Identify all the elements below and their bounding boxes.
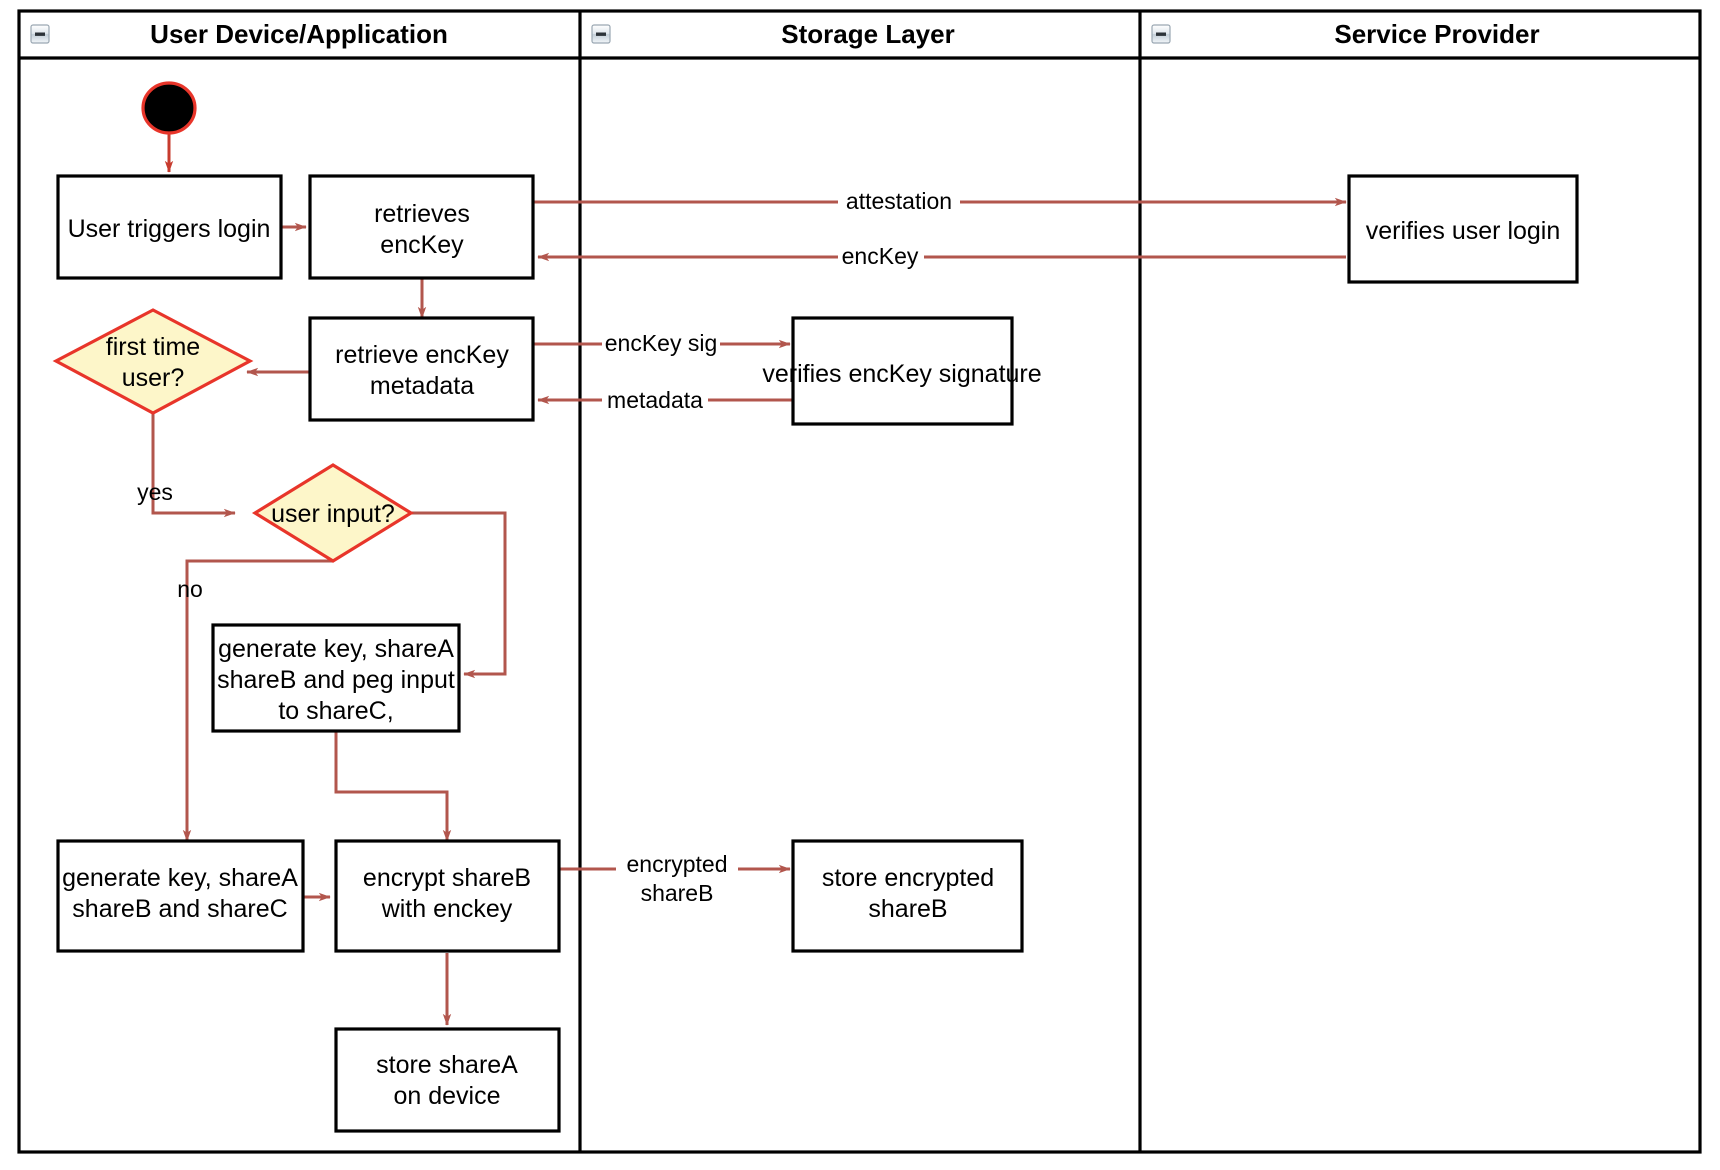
node-label-generate-peg-line1: generate key, shareA bbox=[218, 635, 454, 663]
node-verifies-user-login[interactable]: verifies user login bbox=[1347, 174, 1579, 284]
node-label-first-time-user-line2: user? bbox=[122, 364, 185, 392]
edge-label-bg-attestation bbox=[838, 189, 960, 215]
node-label-store-sharea-line2: on device bbox=[393, 1082, 500, 1110]
node-store-encrypted-shareb[interactable]: store encrypted shareB bbox=[791, 839, 1024, 953]
node-label-store-sharea-line1: store shareA bbox=[376, 1051, 518, 1079]
node-label-retrieve-metadata-line1: retrieve encKey bbox=[335, 341, 509, 369]
node-label-generate-peg-line2: shareB and peg input bbox=[217, 666, 455, 694]
edge-firsttime-yes bbox=[151, 413, 236, 518]
node-generate-key-shares[interactable]: generate key, shareA shareB and shareC bbox=[56, 839, 305, 953]
node-encrypt-shareb[interactable]: encrypt shareB with enckey bbox=[334, 839, 561, 953]
node-label-verifies-enckey-signature: verifies encKey signature bbox=[762, 360, 1041, 388]
edge-label-metadata: metadata bbox=[607, 387, 703, 413]
minus-icon[interactable] bbox=[30, 24, 50, 44]
node-label-store-encrypted-shareb-line1: store encrypted bbox=[822, 864, 994, 892]
node-retrieve-enckey-metadata[interactable]: retrieve encKey metadata bbox=[308, 316, 535, 422]
node-label-store-encrypted-shareb-line2: shareB bbox=[868, 895, 947, 923]
node-first-time-user[interactable]: first time user? bbox=[52, 308, 254, 415]
edge-label-userinput-no: no bbox=[177, 576, 203, 602]
node-label-retrieves-enckey-line1: retrieves bbox=[374, 200, 470, 228]
lane-title-service-provider: Service Provider bbox=[1334, 19, 1539, 49]
edge-label-bg-enckey bbox=[838, 245, 924, 271]
minus-icon[interactable] bbox=[1151, 24, 1171, 44]
lane-title-storage-layer: Storage Layer bbox=[781, 19, 954, 49]
edge-layer: attestation encKey encKey sig metadata y… bbox=[137, 124, 1347, 1026]
node-layer: User triggers login retrieves encKey ret… bbox=[52, 81, 1579, 1133]
lane-title-user-device: User Device/Application bbox=[150, 19, 448, 49]
node-label-first-time-user-line1: first time bbox=[106, 333, 200, 361]
node-label-user-input: user input? bbox=[271, 500, 395, 528]
edge-label-enckey: encKey bbox=[842, 243, 919, 269]
edge-peg-to-encrypt bbox=[334, 731, 452, 842]
edge-label-bg-enckey-sig bbox=[602, 332, 720, 358]
edge-label-firsttime-yes: yes bbox=[137, 479, 173, 505]
node-verifies-enckey-signature[interactable]: verifies encKey signature bbox=[762, 316, 1042, 426]
node-retrieves-enckey[interactable]: retrieves encKey bbox=[308, 174, 535, 280]
edge-label-encrypted-shareb-line1: encrypted bbox=[626, 851, 727, 877]
node-label-user-triggers-login: User triggers login bbox=[68, 215, 271, 243]
node-user-input[interactable]: user input? bbox=[251, 463, 415, 563]
minus-icon[interactable] bbox=[591, 24, 611, 44]
node-label-verifies-user-login: verifies user login bbox=[1366, 217, 1561, 245]
edge-label-encrypted-shareb-line2: shareB bbox=[641, 880, 714, 906]
node-label-generate-shares-line2: shareB and shareC bbox=[72, 895, 287, 923]
edge-label-bg-metadata bbox=[602, 389, 708, 415]
node-label-encrypt-shareb-line2: with enckey bbox=[381, 895, 513, 923]
lane-header-user-device[interactable]: User Device/Application bbox=[30, 19, 448, 49]
node-generate-key-peg[interactable]: generate key, shareA shareB and peg inpu… bbox=[211, 623, 461, 733]
edge-label-attestation: attestation bbox=[846, 188, 952, 214]
node-label-retrieves-enckey-line2: encKey bbox=[380, 231, 464, 259]
edge-label-bg-encrypted-shareb bbox=[616, 845, 738, 897]
node-user-triggers-login[interactable]: User triggers login bbox=[56, 174, 283, 280]
node-label-encrypt-shareb-line1: encrypt shareB bbox=[363, 864, 531, 892]
edge-userinput-no bbox=[182, 559, 333, 842]
node-label-generate-shares-line1: generate key, shareA bbox=[62, 864, 298, 892]
lane-header-storage-layer[interactable]: Storage Layer bbox=[591, 19, 955, 49]
diagram-outer-frame bbox=[17, 9, 1702, 1154]
node-store-sharea[interactable]: store shareA on device bbox=[334, 1027, 561, 1133]
node-label-retrieve-metadata-line2: metadata bbox=[370, 372, 474, 400]
edge-label-enckey-sig: encKey sig bbox=[605, 330, 718, 356]
edge-userinput-yes bbox=[410, 511, 507, 679]
lane-header-service-provider[interactable]: Service Provider bbox=[1151, 19, 1540, 49]
initial-node[interactable] bbox=[141, 81, 197, 135]
node-label-generate-peg-line3: to shareC, bbox=[278, 697, 393, 725]
